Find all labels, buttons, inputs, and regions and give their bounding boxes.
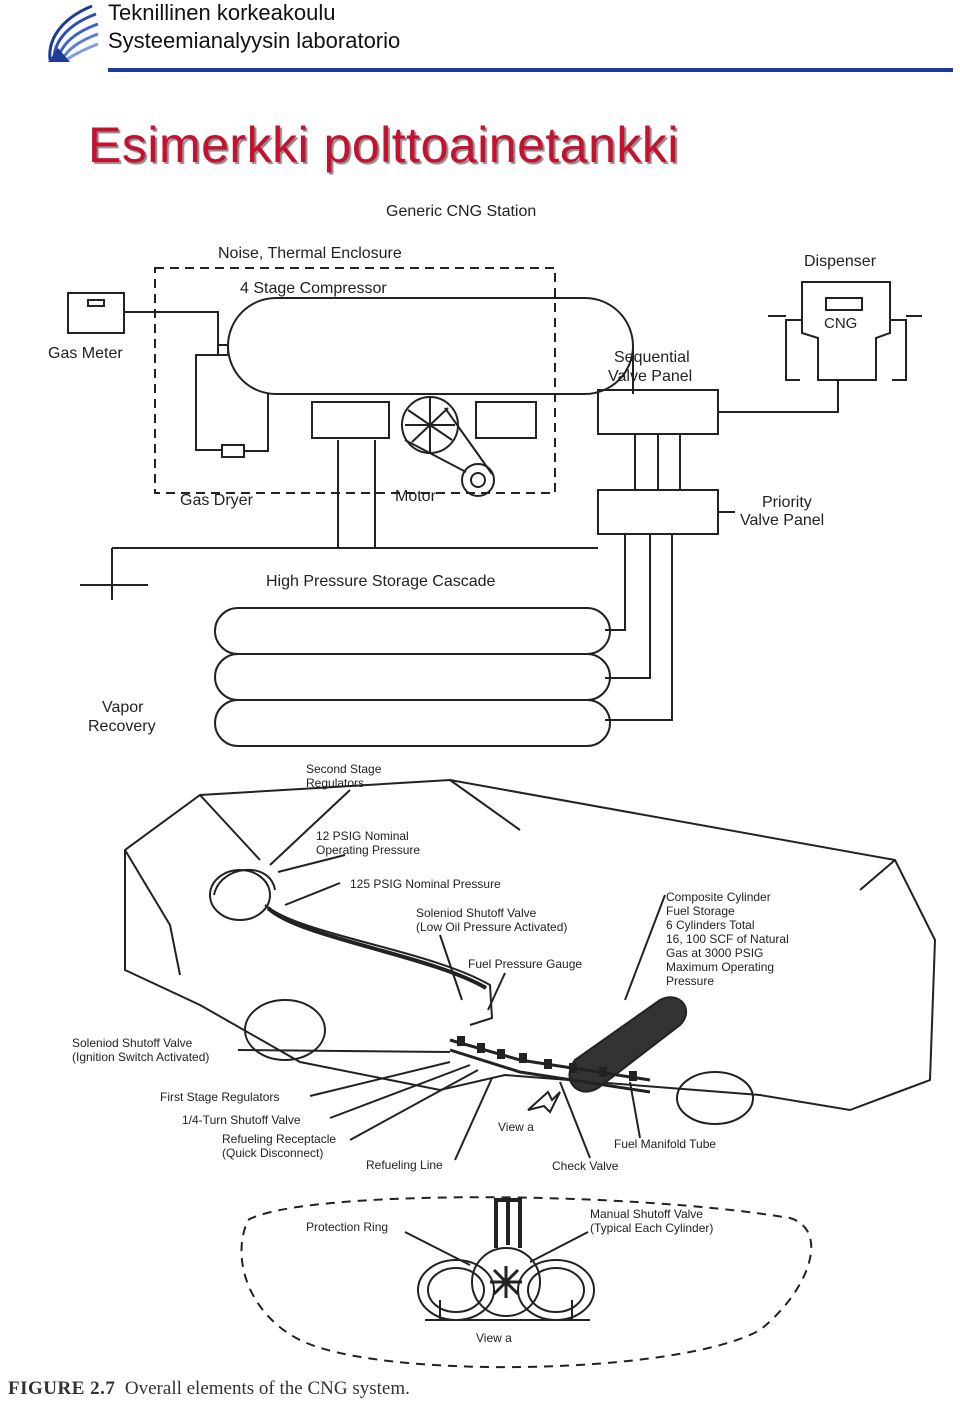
label-compressor: 4 Stage Compressor: [240, 280, 387, 297]
label-second-stage-2: Regulators: [306, 776, 364, 790]
dispenser: [801, 281, 891, 381]
label-composite-2: Fuel Storage: [666, 904, 735, 918]
label-priority-1: Priority: [762, 494, 812, 511]
priority-valve-panel: [597, 489, 719, 535]
protection-ring: [471, 1247, 541, 1317]
motor: [461, 463, 495, 497]
label-composite-6: Maximum Operating: [666, 960, 774, 974]
header-divider: [108, 68, 953, 72]
label-composite-5: Gas at 3000 PSIG: [666, 946, 763, 960]
label-solenoid-ign-1: Soleniod Shutoff Valve: [72, 1036, 193, 1050]
label-fuel-gauge: Fuel Pressure Gauge: [468, 957, 582, 971]
label-composite-7: Pressure: [666, 974, 714, 988]
label-sequential-1: Sequential: [614, 349, 690, 366]
label-manual-1: Manual Shutoff Valve: [590, 1207, 703, 1221]
label-cng: CNG: [824, 315, 857, 332]
detail-view-outline: [240, 1196, 813, 1369]
label-refuel-2: (Quick Disconnect): [222, 1146, 323, 1160]
label-detail-view-a: View a: [476, 1331, 512, 1345]
label-quarter-turn: 1/4-Turn Shutoff Valve: [182, 1113, 301, 1127]
storage-cylinder-3: [214, 699, 611, 747]
storage-cylinder-1: [214, 607, 611, 655]
label-storage-cascade: High Pressure Storage Cascade: [266, 573, 496, 590]
figure-caption-text: Overall elements of the CNG system.: [124, 1378, 410, 1399]
label-gas-meter: Gas Meter: [48, 345, 123, 362]
label-manual-2: (Typical Each Cylinder): [590, 1221, 713, 1235]
figure-caption: FIGURE 2.7 Overall elements of the CNG s…: [8, 1378, 410, 1400]
label-composite-1: Composite Cylinder: [666, 890, 771, 904]
label-sequential-2: Valve Panel: [608, 368, 692, 385]
label-composite-4: 16, 100 SCF of Natural: [666, 932, 789, 946]
label-enclosure: Noise, Thermal Enclosure: [218, 245, 402, 262]
label-view-a: View a: [498, 1120, 534, 1134]
header-department: Systeemianalyysin laboratorio: [108, 28, 401, 53]
label-motor: Motor: [395, 488, 437, 505]
slide-title: Esimerkki polttoainetankki: [88, 117, 680, 173]
label-solenoid-ign-2: (Ignition Switch Activated): [72, 1050, 209, 1064]
label-psig12-1: 12 PSIG Nominal: [316, 829, 409, 843]
label-protection-ring: Protection Ring: [306, 1220, 388, 1234]
label-second-stage-1: Second Stage: [306, 762, 382, 776]
label-first-stage: First Stage Regulators: [160, 1090, 279, 1104]
label-generic-cng-station: Generic CNG Station: [386, 203, 536, 220]
vehicle-outline: [124, 778, 937, 1112]
sequential-valve-panel: [597, 389, 719, 435]
label-psig12-2: Operating Pressure: [316, 843, 420, 857]
header-university: Teknillinen korkeakoulu: [108, 0, 336, 25]
label-gas-dryer: Gas Dryer: [180, 492, 254, 509]
label-psig125: 125 PSIG Nominal Pressure: [350, 877, 501, 891]
compressor-tank: [227, 297, 634, 395]
label-check-valve: Check Valve: [552, 1159, 619, 1173]
label-priority-2: Valve Panel: [740, 512, 824, 529]
figure-caption-label: FIGURE 2.7: [8, 1378, 116, 1399]
storage-cylinder-2: [214, 653, 611, 701]
label-vapor-1: Vapor: [102, 699, 144, 716]
label-vapor-2: Recovery: [88, 718, 156, 735]
thermal-enclosure: [154, 267, 556, 494]
label-refuel-line: Refueling Line: [366, 1158, 443, 1172]
university-logo-icon: [48, 4, 99, 62]
label-composite-3: 6 Cylinders Total: [666, 918, 755, 932]
gas-dryer: [221, 444, 245, 458]
label-solenoid-oil-2: (Low Oil Pressure Activated): [416, 920, 567, 934]
label-refuel-1: Refueling Receptacle: [222, 1132, 336, 1146]
label-manifold: Fuel Manifold Tube: [614, 1137, 716, 1151]
label-solenoid-oil-1: Soleniod Shutoff Valve: [416, 906, 537, 920]
label-dispenser: Dispenser: [804, 253, 877, 270]
